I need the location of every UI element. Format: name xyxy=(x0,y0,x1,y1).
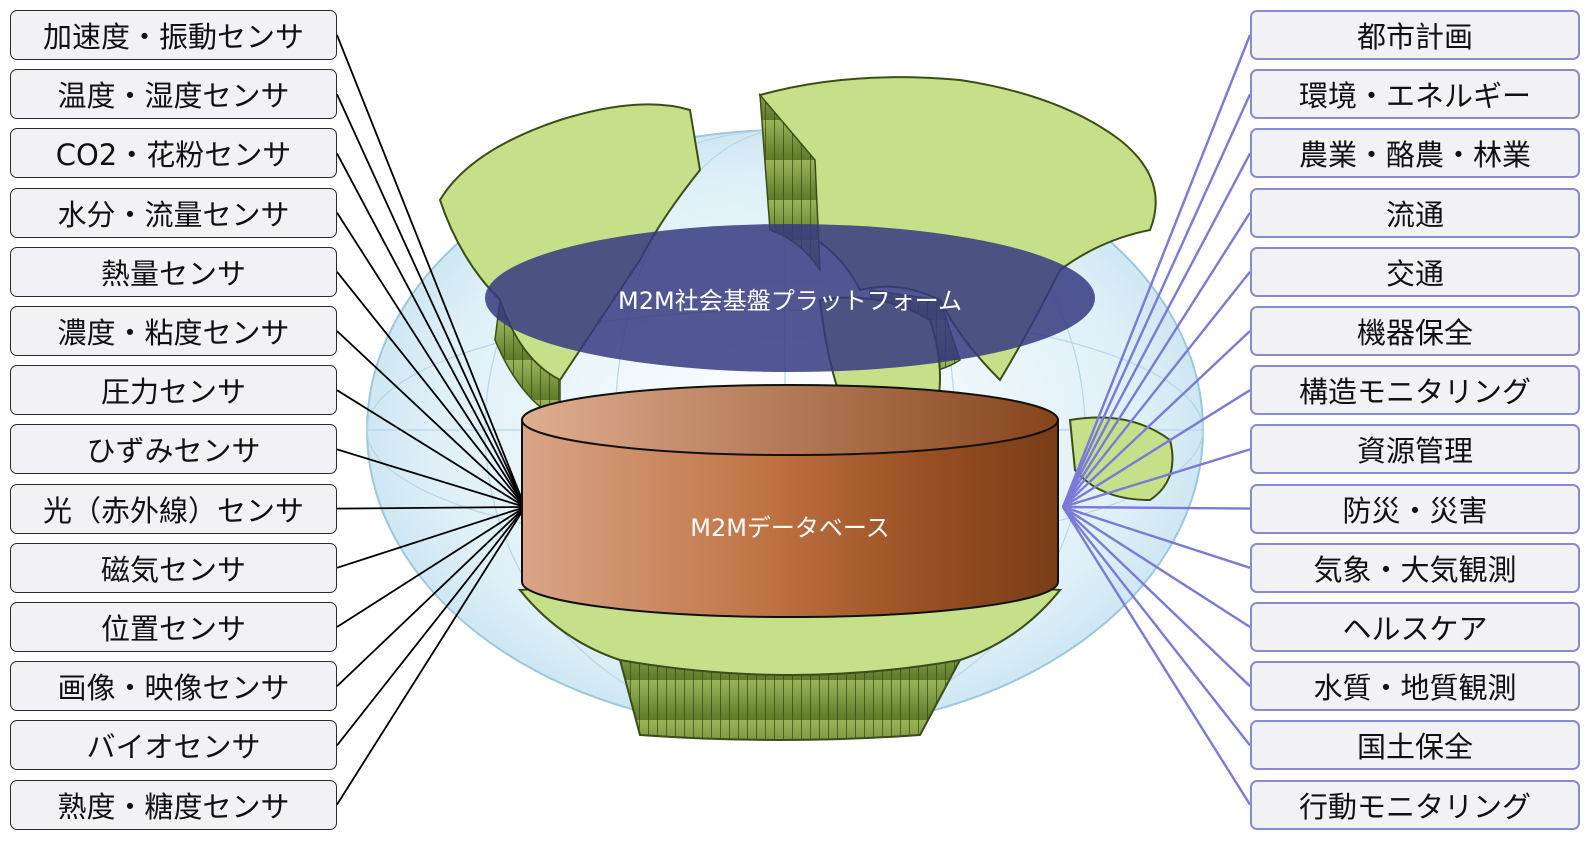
sensor-box-10: 磁気センサ xyxy=(10,542,337,593)
app-connector-13 xyxy=(1062,506,1251,747)
application-box-6: 機器保全 xyxy=(1250,306,1580,356)
app-connector-14 xyxy=(1061,506,1252,806)
sensor-box-3: CO2・花粉センサ xyxy=(10,128,337,179)
sensor-connector-9 xyxy=(336,506,526,510)
sensor-connector-3 xyxy=(336,152,526,508)
sensor-box-9: 光（赤外線）センサ xyxy=(10,483,337,534)
app-connector-10 xyxy=(1062,505,1251,569)
platform-label: M2M社会基盤プラットフォーム xyxy=(618,287,962,315)
app-connector-2 xyxy=(1061,93,1252,508)
sensor-connector-14 xyxy=(336,506,526,806)
sensor-connector-4 xyxy=(336,212,526,508)
database-label: M2Mデータベース xyxy=(690,514,889,542)
sensor-connector-5 xyxy=(336,271,526,508)
database-cylinder: M2Mデータベース xyxy=(521,384,1059,618)
application-box-7: 構造モニタリング xyxy=(1250,365,1580,416)
application-box-11: ヘルスケア xyxy=(1250,602,1580,652)
application-box-9: 防災・災害 xyxy=(1250,483,1580,534)
sensor-box-1: 加速度・振動センサ xyxy=(10,10,337,60)
app-connector-8 xyxy=(1062,448,1251,509)
sensor-box-7: 圧力センサ xyxy=(10,365,337,416)
sensor-connector-2 xyxy=(336,93,526,508)
application-box-12: 水質・地質観測 xyxy=(1250,661,1580,712)
application-box-13: 国土保全 xyxy=(1250,720,1580,771)
sensor-connector-7 xyxy=(336,389,526,508)
platform-ellipse: M2M社会基盤プラットフォーム xyxy=(485,224,1095,372)
sensor-connector-1 xyxy=(336,34,526,508)
app-connector-5 xyxy=(1062,271,1251,508)
sensor-connector-13 xyxy=(336,506,526,746)
app-connector-9 xyxy=(1062,505,1251,510)
app-connector-1 xyxy=(1061,34,1252,508)
app-connector-4 xyxy=(1061,211,1252,508)
sensor-box-5: 熱量センサ xyxy=(10,246,337,297)
application-box-2: 環境・エネルギー xyxy=(1250,69,1580,120)
sensor-box-13: バイオセンサ xyxy=(10,720,337,771)
app-connector-7 xyxy=(1062,389,1251,509)
sensor-connection-lines xyxy=(336,34,526,806)
app-connector-12 xyxy=(1062,506,1251,688)
application-box-10: 気象・大気観測 xyxy=(1250,542,1580,593)
application-box-8: 資源管理 xyxy=(1250,424,1580,475)
application-box-1: 都市計画 xyxy=(1250,10,1580,60)
sensor-box-4: 水分・流量センサ xyxy=(10,187,337,238)
sensor-box-11: 位置センサ xyxy=(10,602,337,652)
application-box-14: 行動モニタリング xyxy=(1250,779,1580,830)
sensor-connector-6 xyxy=(336,330,526,508)
app-connector-6 xyxy=(1062,330,1251,508)
app-connector-11 xyxy=(1062,505,1251,629)
application-box-5: 交通 xyxy=(1250,246,1580,297)
sensor-box-6: 濃度・粘度センサ xyxy=(10,306,337,356)
sensor-connector-10 xyxy=(336,506,526,569)
app-connector-3 xyxy=(1061,152,1252,508)
sensor-box-12: 画像・映像センサ xyxy=(10,661,337,712)
application-box-3: 農業・酪農・林業 xyxy=(1250,128,1580,179)
sensor-box-2: 温度・湿度センサ xyxy=(10,69,337,120)
sensor-connector-8 xyxy=(336,448,526,508)
sensor-connector-12 xyxy=(336,506,526,687)
application-connection-lines xyxy=(1061,34,1252,806)
sensor-box-14: 熟度・糖度センサ xyxy=(10,779,337,830)
sensor-box-8: ひずみセンサ xyxy=(10,424,337,475)
application-box-4: 流通 xyxy=(1250,187,1580,238)
sensor-connector-11 xyxy=(336,506,526,628)
